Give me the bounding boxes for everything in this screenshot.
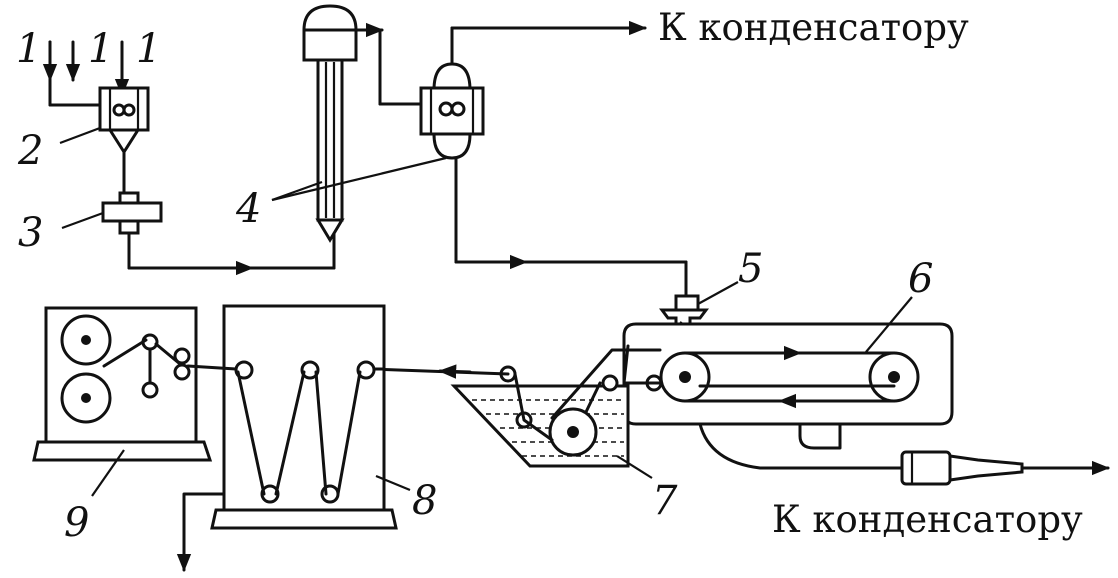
callout-8: 8 — [412, 478, 437, 524]
callout-2: 2 — [17, 128, 43, 174]
callout-1a: 1 — [16, 26, 41, 72]
coagulation-bath — [450, 344, 663, 479]
heater-column — [302, 4, 423, 243]
inlet-feed-lines — [42, 40, 130, 107]
washing-bath — [176, 304, 411, 572]
callout-5: 5 — [738, 246, 763, 292]
mixer — [59, 86, 150, 198]
winding-machine — [32, 306, 238, 497]
callout-4: 4 — [235, 186, 261, 232]
drying-chamber — [622, 296, 1110, 486]
callout-4-leaders — [271, 156, 447, 202]
condenser-label-bottom: К конденсатору — [772, 498, 1083, 541]
callout-9: 9 — [64, 500, 89, 546]
pump-filter — [61, 191, 163, 270]
callout-1b: 1 — [88, 26, 113, 72]
callout-3: 3 — [18, 210, 43, 256]
callout-1c: 1 — [136, 26, 161, 72]
thread-path — [368, 364, 554, 442]
callout-7: 7 — [652, 478, 678, 524]
callout-6: 6 — [908, 256, 933, 302]
separator-vessel — [419, 20, 688, 298]
condenser-label-top: К конденсатору — [658, 6, 969, 49]
flow-line-to-heater — [127, 230, 336, 276]
